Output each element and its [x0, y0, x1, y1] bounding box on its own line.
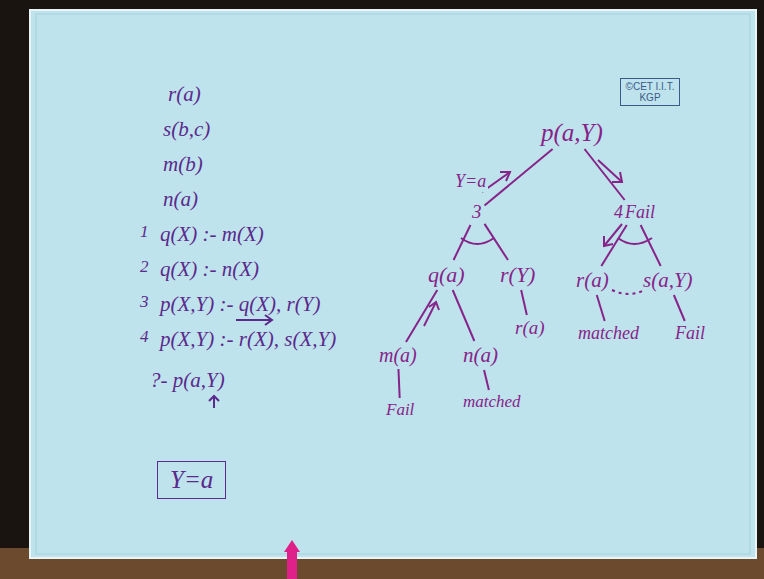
prolog-text: r(a) — [168, 82, 201, 107]
tree-node: r(a) — [574, 267, 611, 294]
tree-node: n(a) — [461, 342, 500, 369]
clause-number: 4 — [140, 327, 149, 347]
prolog-text: q(X) :- m(X) — [160, 222, 264, 247]
tree-branch — [453, 290, 475, 341]
tree-node: 4Fail — [612, 201, 657, 224]
tree-branch — [585, 149, 625, 200]
tree-branch — [484, 370, 489, 390]
node-text: Fail — [386, 400, 414, 420]
tree-branch — [674, 295, 685, 321]
node-text: ©CET I.I.T. KGP — [625, 81, 675, 103]
clause-number: 3 — [140, 292, 149, 312]
node-text: s(a,Y) — [643, 268, 693, 293]
tree-node: matched — [576, 322, 641, 345]
tree-branch — [398, 369, 399, 398]
node-text: Y=a — [170, 466, 213, 494]
node-text: matched — [578, 323, 639, 344]
tree-branch — [485, 149, 553, 206]
tree-node: q(a) — [426, 261, 467, 289]
tree-branch — [485, 224, 508, 260]
tree-node: p(a,Y) — [539, 118, 605, 148]
tree-branch — [597, 295, 605, 321]
node-text: Fail — [625, 202, 655, 223]
boxed-node: Y=a — [157, 461, 226, 499]
node-text: Fail — [675, 323, 705, 344]
node-text: 4 — [614, 202, 623, 223]
edge-label: Y=a — [453, 171, 488, 192]
node-text: r(Y) — [500, 262, 535, 288]
prolog-text: p(X,Y) :- r(X), s(X,Y) — [160, 327, 336, 352]
clause-number: 2 — [140, 257, 149, 277]
prolog-text: n(a) — [163, 187, 198, 212]
node-text: p(a,Y) — [541, 119, 603, 147]
tree-node: matched — [461, 391, 523, 413]
node-text: 3 — [472, 201, 482, 223]
boxed-node: ©CET I.I.T. KGP — [620, 78, 680, 106]
node-text: n(a) — [463, 343, 498, 368]
tree-node: Fail — [673, 322, 707, 345]
prolog-text: q(X) :- n(X) — [160, 257, 259, 282]
tree-node: Fail — [384, 399, 416, 421]
tree-branch — [641, 225, 661, 266]
tree-node: m(a) — [377, 343, 419, 368]
tree-node: r(Y) — [498, 261, 537, 289]
tree-node: s(a,Y) — [641, 267, 695, 294]
tree-branch — [406, 290, 437, 342]
node-text: q(a) — [428, 262, 465, 288]
tree-branch — [601, 225, 626, 266]
prolog-text: ?- p(a,Y) — [150, 368, 225, 393]
tree-branch — [521, 290, 527, 315]
tree-branch — [454, 225, 471, 260]
node-text: m(a) — [379, 344, 417, 367]
clause-number: 1 — [140, 222, 149, 242]
prolog-text: m(b) — [163, 152, 203, 177]
node-text: matched — [463, 392, 521, 412]
tree-node: r(a) — [513, 316, 547, 340]
prolog-text: p(X,Y) :- q(X), r(Y) — [160, 292, 320, 317]
node-text: r(a) — [576, 268, 609, 293]
node-text: r(a) — [515, 317, 545, 339]
prolog-text: s(b,c) — [163, 117, 210, 142]
tree-node: 3 — [470, 200, 484, 224]
